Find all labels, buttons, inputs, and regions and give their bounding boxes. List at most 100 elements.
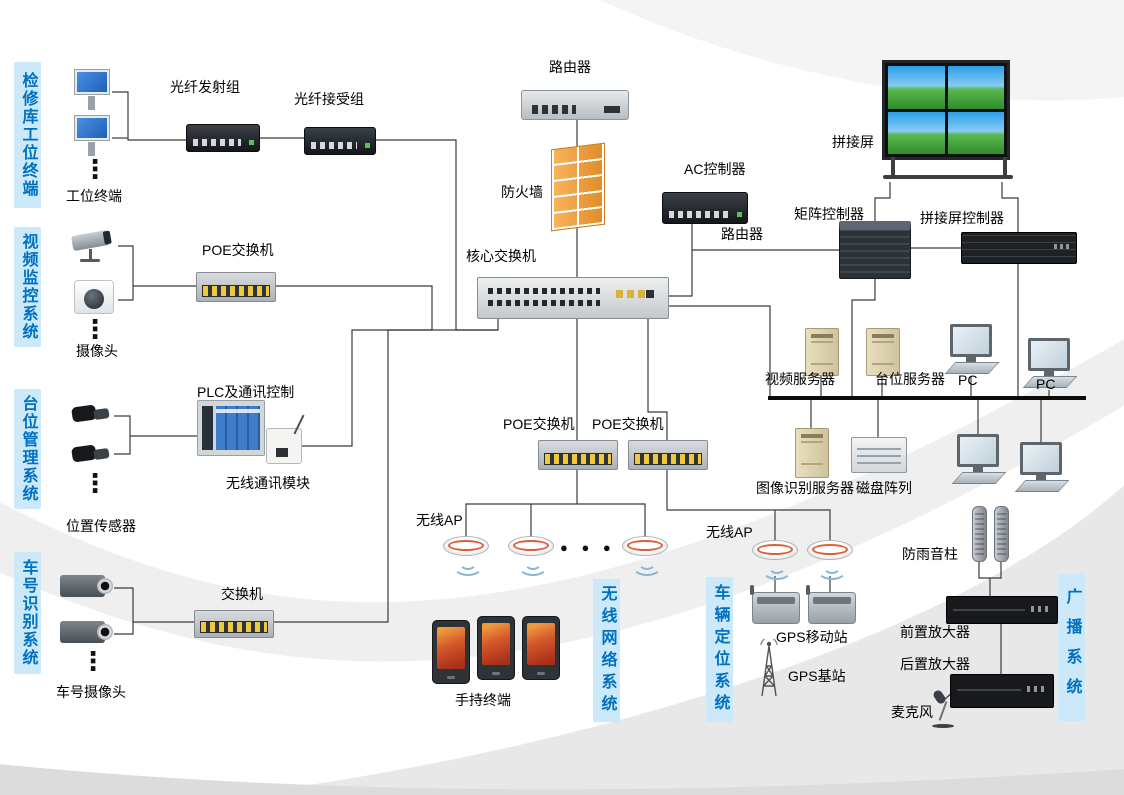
poe-switch-2-icon	[628, 440, 708, 470]
wifi-waves-icon	[453, 558, 483, 576]
monitor	[950, 324, 992, 357]
keyboard	[1014, 480, 1070, 492]
workstation-terminal-icon-1	[74, 70, 112, 116]
post-amplifier-icon	[950, 674, 1054, 708]
label-gps-base: GPS基站	[788, 668, 846, 684]
label-firewall: 防火墙	[501, 184, 543, 200]
monitor	[1028, 338, 1070, 371]
matrix-controller-icon	[839, 221, 911, 279]
label-router-mid: 路由器	[721, 226, 763, 242]
gps-mobile-station-icon-2	[806, 585, 856, 624]
label-switch-car: 交换机	[221, 586, 263, 602]
wifi-waves-icon	[762, 562, 792, 580]
microphone-icon	[928, 688, 962, 728]
system-label-video-surveillance: 视频监控系统	[14, 227, 41, 347]
video-server-icon	[805, 328, 839, 376]
screen-panel	[888, 66, 945, 109]
car-number-camera-icon-2	[60, 616, 114, 648]
splice-controller-icon	[961, 232, 1077, 264]
label-pc-1: PC	[958, 372, 978, 388]
gps-base-station-icon	[750, 638, 788, 698]
wireless-ap-icon-2	[508, 536, 554, 576]
handheld-terminal-icon-3	[522, 616, 560, 680]
workstation-terminal-icon-2	[74, 116, 112, 162]
label-matrix-controller: 矩阵控制器	[794, 206, 864, 222]
ap-disc	[508, 536, 554, 556]
label-pc-2: PC	[1036, 376, 1056, 392]
gps-mobile-station-icon-1	[750, 585, 800, 624]
label-image-server: 图像识别服务器	[756, 480, 854, 496]
wireless-ap-icon-4	[752, 540, 798, 580]
label-wireless-ap-left: 无线AP	[416, 512, 463, 528]
screen-panel	[888, 111, 945, 154]
label-post-amp: 后置放大器	[900, 656, 970, 672]
label-pre-amp: 前置放大器	[900, 624, 970, 640]
label-poe-switch-video: POE交换机	[202, 242, 274, 258]
pc-4-icon	[1014, 442, 1070, 492]
system-label-broadcast: 广播系统	[1058, 574, 1085, 721]
ap-disc	[622, 536, 668, 556]
plc-modules	[216, 406, 260, 450]
ellipsis-sensors: ⋮	[82, 468, 108, 498]
keyboard	[951, 472, 1007, 484]
pc-1-icon	[944, 324, 1000, 374]
poe-switch-video-icon	[196, 272, 276, 302]
screen-panel	[947, 66, 1004, 109]
wireless-ap-icon-5	[807, 540, 853, 580]
disk-array-icon	[851, 437, 907, 473]
wifi-waves-icon	[518, 558, 548, 576]
label-poe-switch-2: POE交换机	[592, 416, 664, 432]
label-video-server: 视频服务器	[765, 371, 835, 387]
label-car-camera: 车号摄像头	[56, 684, 126, 700]
system-label-car-number-recognition: 车号识别系统	[14, 552, 41, 674]
label-handheld: 手持终端	[455, 692, 511, 708]
label-microphone: 麦克风	[891, 704, 933, 720]
wireless-module-icon	[266, 428, 302, 464]
uplink-ports	[616, 290, 654, 298]
label-camera: 摄像头	[76, 343, 118, 359]
ap-disc	[752, 540, 798, 560]
position-sensor-icon-1	[70, 402, 112, 426]
label-wireless-module: 无线通讯模块	[226, 475, 310, 491]
system-label-wireless-network: 无线网络系统	[593, 579, 620, 722]
antenna-mast-icon	[760, 638, 778, 697]
pre-amplifier-icon	[946, 596, 1058, 624]
label-disk-array: 磁盘阵列	[856, 480, 912, 496]
label-fiber-transmitter: 光纤发射组	[170, 79, 240, 95]
label-position-sensor: 位置传感器	[66, 518, 136, 534]
label-poe-switch-1: POE交换机	[503, 416, 575, 432]
wifi-waves-icon	[817, 562, 847, 580]
label-splice-controller: 拼接屏控制器	[920, 210, 1004, 226]
image-recognition-server-icon	[795, 428, 829, 478]
pc-3-icon	[951, 434, 1007, 484]
car-number-camera-icon-1	[60, 570, 114, 602]
splice-screen-icon	[882, 60, 1013, 179]
label-ac-controller: AC控制器	[684, 161, 746, 177]
ellipsis-terminals: ⋮	[82, 154, 108, 184]
core-switch-icon	[477, 277, 669, 319]
ellipsis-car-cameras: ⋮	[80, 646, 106, 676]
wifi-waves-icon	[632, 558, 662, 576]
wireless-ap-icon-3	[622, 536, 668, 576]
pc-2-icon	[1022, 338, 1078, 388]
monitor	[1020, 442, 1062, 475]
firewall-icon	[551, 142, 605, 232]
label-station-server: 台位服务器	[875, 371, 945, 387]
monitor	[957, 434, 999, 467]
fiber-receiver-icon	[304, 127, 376, 155]
ellipsis-access-points: ● ● ●	[560, 540, 616, 555]
bullet-camera-icon	[70, 226, 118, 264]
label-wireless-ap-right: 无线AP	[706, 524, 753, 540]
station-server-icon	[866, 328, 900, 376]
label-gps-mobile: GPS移动站	[776, 629, 848, 645]
ap-disc	[807, 540, 853, 560]
system-label-station-management: 台位管理系统	[14, 389, 41, 509]
position-sensor-icon-2	[70, 442, 112, 466]
label-plc: PLC及通讯控制	[197, 384, 295, 400]
ap-disc	[443, 536, 489, 556]
ellipsis-cameras: ⋮	[82, 314, 108, 344]
plc-icon	[197, 400, 265, 456]
label-rain-speaker: 防雨音柱	[902, 546, 958, 562]
handheld-terminal-icon-1	[432, 620, 470, 684]
